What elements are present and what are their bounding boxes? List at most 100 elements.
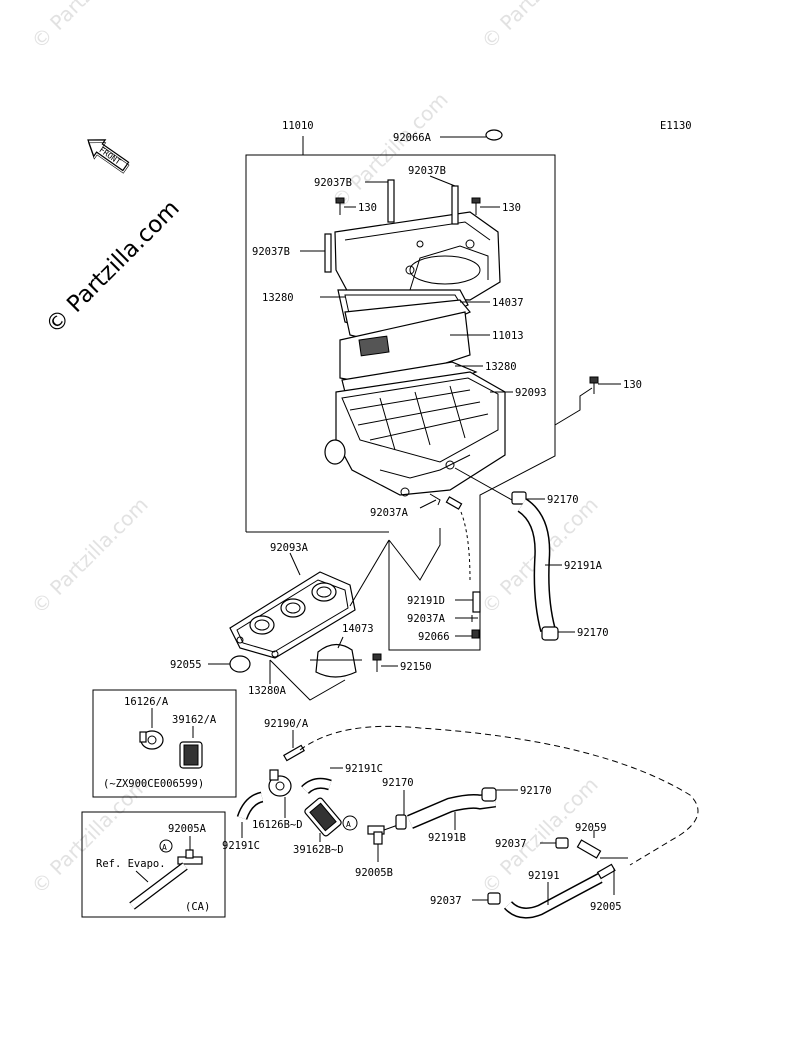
label-16126A: 16126/A [124,696,169,708]
front-arrow-icon: FRONT [87,139,130,174]
label-16126B-D: 16126B~D [252,819,303,831]
holder-gasket-92093A [229,571,356,659]
label-13280-2: 13280 [485,361,517,373]
label-92190A: 92190/A [264,718,309,730]
label-92191D: 92191D [407,595,445,607]
watermark: © Partzilla.com [27,772,153,898]
clamp-92037 [487,892,501,905]
label-130-1: 130 [358,202,377,214]
clamp-92170 [541,626,559,641]
label-92191: 92191 [528,870,560,882]
clamp-92170 [481,787,497,802]
label-13280-1: 13280 [262,292,294,304]
label-92170-3: 92170 [382,777,414,789]
label-92037A-1: 92037A [370,507,409,519]
serial-note: (~ZX900CE006599) [103,778,204,790]
label-92005B: 92005B [355,867,393,879]
label-92037B-2: 92037B [408,165,446,177]
evapo-hose [130,863,187,909]
label-14037: 14037 [492,297,524,309]
clamp-92037 [555,837,569,849]
label-92037B-1: 92037B [314,177,352,189]
tube-92191D [472,591,481,613]
circle-a-label: A [346,820,351,829]
filter-39162B-D [304,797,342,837]
watermark: © Partzilla.com [477,0,603,54]
circle-a-icon [159,839,173,853]
bolt-130 [471,197,500,215]
elbow-92191C [302,779,332,793]
label-92059: 92059 [575,822,607,834]
filter-39162A [179,741,203,769]
valve-16126B-D [268,769,292,797]
hose-92190A [283,744,305,762]
label-92170-2: 92170 [577,627,609,639]
fitting-92005B [367,825,385,845]
assembly-bracket-11010 [245,136,593,651]
label-92170-4: 92170 [520,785,552,797]
hose-92059 [576,839,602,859]
circle-a-icon [342,815,358,831]
label-92055: 92055 [170,659,202,671]
bolt-130 [335,197,356,215]
label-92191C-2: 92191C [222,840,260,852]
bolt-92150 [372,653,382,672]
part-14073 [310,643,362,678]
air-cleaner-upper-cover [334,211,501,301]
label-92191A: 92191A [564,560,603,572]
label-13280A: 13280A [248,685,287,697]
watermark-main: © Partzilla.com [41,195,185,339]
clip-92037A [465,615,478,622]
diagram-code: E1130 [660,120,692,132]
ref-evapo-label: Ref. Evapo. [96,858,166,870]
dashed-hose-path [299,725,699,866]
label-11010: 11010 [282,120,314,132]
clamp-92170 [511,491,527,505]
label-92066A: 92066A [393,132,432,144]
valve-16126A [139,730,164,750]
label-39162A: 39162/A [172,714,217,726]
o-ring-92055 [229,655,251,673]
watermark: © Partzilla.com [27,492,153,618]
label-92037-1: 92037 [495,838,527,850]
hose-92191B [407,794,496,828]
fitting-92066 [471,629,480,639]
circle-a-label: A [162,843,167,852]
tee-fitting-92005A [177,849,203,865]
label-92037A-2: 92037A [407,613,446,625]
label-92093A: 92093A [270,542,309,554]
clamp-92170 [395,814,407,830]
label-92150: 92150 [400,661,432,673]
label-92037B-3: 92037B [252,246,290,258]
air-cleaner-housing [324,371,506,497]
watermarks: © Partzilla.com © Partzilla.com © Partzi… [27,0,603,899]
tube-92037B [324,233,332,273]
label-11013: 11013 [492,330,524,342]
label-92093: 92093 [515,387,547,399]
ca-note: (CA) [185,901,210,913]
label-130-3: 130 [623,379,642,391]
tube-92037B [387,179,395,223]
label-92191C-1: 92191C [345,763,383,775]
label-92037-2: 92037 [430,895,462,907]
bolt-130 [589,376,621,394]
clip-92037A [429,493,441,506]
label-39162B-D: 39162B~D [293,844,344,856]
label-14073: 14073 [342,623,374,635]
label-92066: 92066 [418,631,450,643]
label-92170-1: 92170 [547,494,579,506]
label-92191B: 92191B [428,832,466,844]
variant-box-ca [81,811,226,918]
label-92005: 92005 [590,901,622,913]
variant-box-early [92,689,237,798]
cap-92066A [485,129,503,141]
label-92005A: 92005A [168,823,207,835]
label-130-2: 130 [502,202,521,214]
small-tube [445,496,463,510]
elbow-92191C [238,793,264,820]
tube-92037B [451,185,459,225]
watermark: © Partzilla.com [27,0,153,54]
fitting-92005 [596,863,616,880]
